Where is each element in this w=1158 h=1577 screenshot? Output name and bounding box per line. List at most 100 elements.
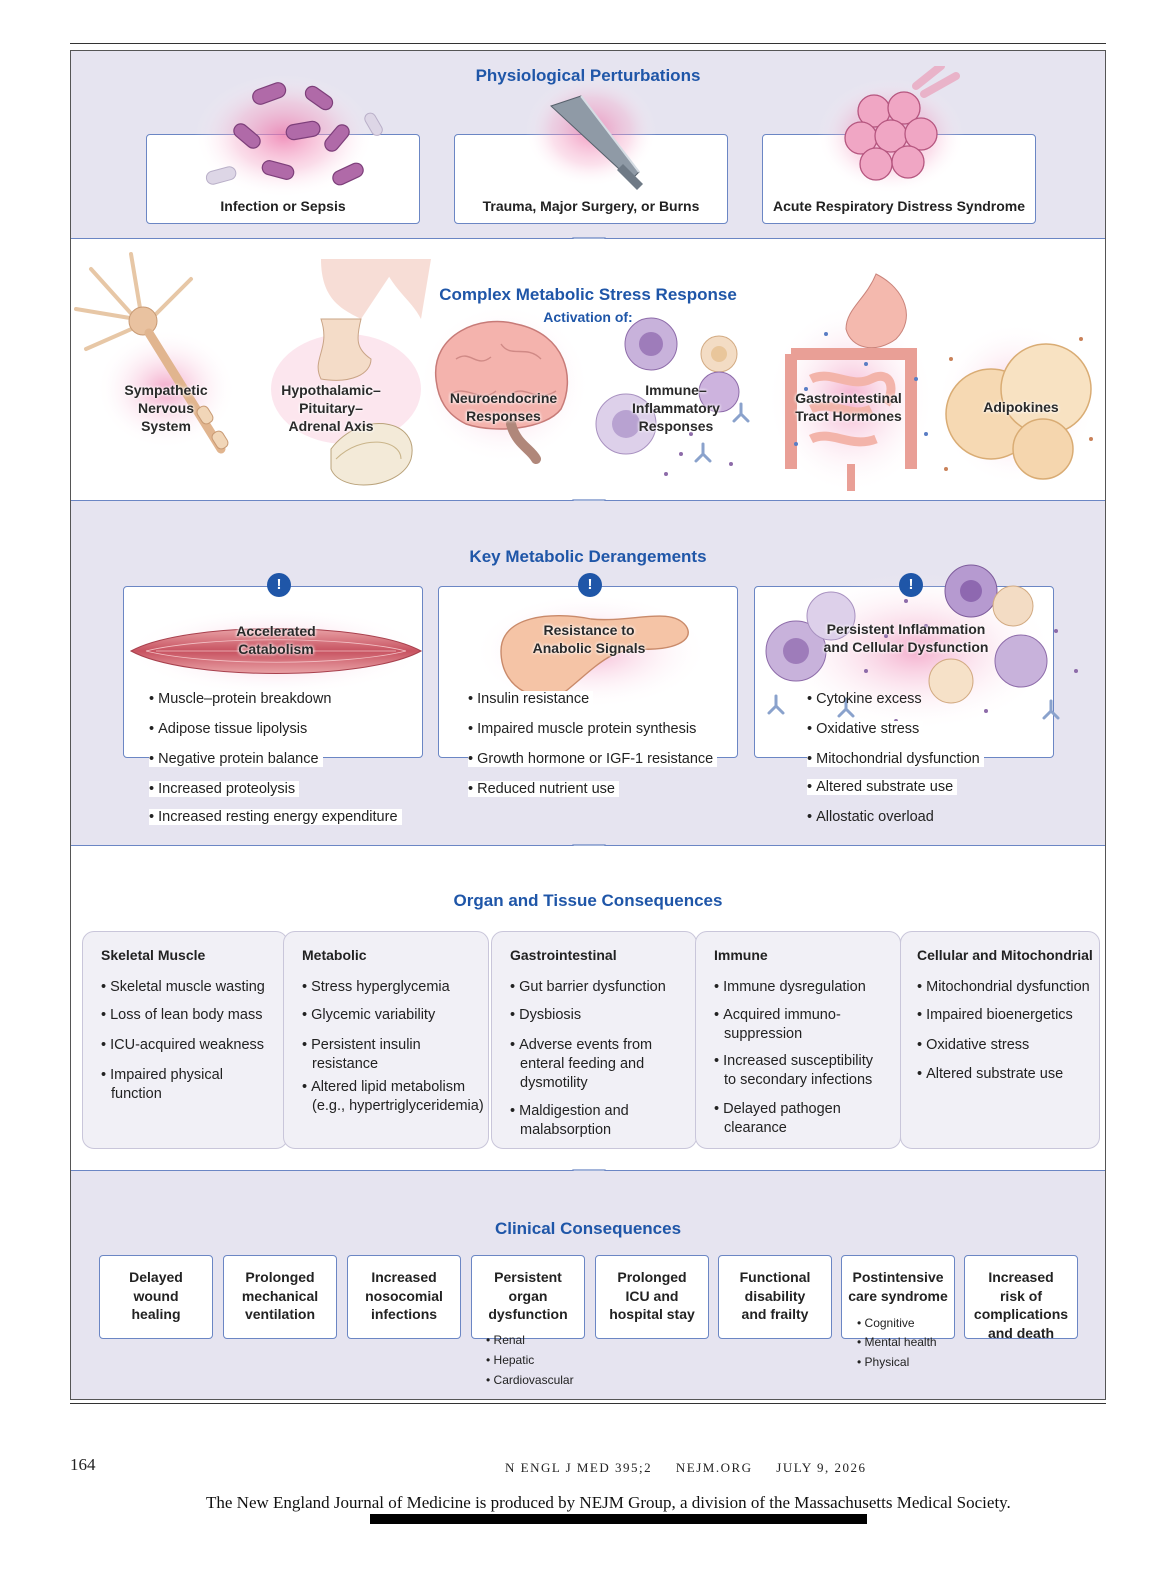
list-item: Adverse events from enteral feeding and … (510, 1036, 660, 1093)
clinical-label-line: nosocomial (365, 1287, 443, 1304)
page-number: 164 (70, 1455, 96, 1474)
derangement-title-line: Persistent Inflammation (826, 621, 986, 637)
list-item: Growth hormone or IGF-1 resistance (468, 751, 718, 767)
derangement-title-catabolism: Accelerated Catabolism (216, 622, 336, 658)
clinical-label: Increased risk of complications and deat… (965, 1268, 1077, 1342)
list-item: Maldigestion and malabsorption (510, 1102, 650, 1140)
list-item: Cytokine excess (807, 691, 926, 707)
clinical-label-line: Delayed (129, 1269, 183, 1285)
list-item: Hepatic (486, 1353, 535, 1367)
clinical-label-line: Increased (988, 1269, 1054, 1285)
list-item: Persistent insulin resistance (302, 1036, 442, 1074)
list-item: Dysbiosis (510, 1006, 700, 1025)
stress-item-line: Responses (638, 418, 714, 434)
derangement-title-line: Accelerated (236, 623, 316, 639)
clinical-label-line: mechanical (241, 1287, 319, 1304)
organ-card-title: Immune (714, 947, 768, 963)
clinical-box-icu-stay: Prolonged ICU and hospital stay (595, 1255, 709, 1339)
clinical-label-line: and frailty (741, 1306, 809, 1322)
alert-icon: ! (267, 573, 291, 597)
list-item: Cognitive (857, 1316, 915, 1330)
pancreas-icon (473, 593, 709, 709)
scalpel-icon (525, 76, 657, 190)
top-rule (70, 43, 1106, 44)
muscle-icon (126, 607, 426, 695)
list-item: Gut barrier dysfunction (510, 978, 700, 997)
clinical-box-ventilation: Prolonged mechanical ventilation (223, 1255, 337, 1339)
clinical-label: Prolonged ICU and hospital stay (596, 1268, 708, 1324)
list-item: Negative protein balance (149, 751, 323, 767)
stress-response-subtitle: Activation of: (543, 309, 633, 325)
clinical-label-line: healing (131, 1306, 181, 1322)
stress-item-line: Immune– (645, 382, 707, 398)
stress-item-sympathetic: Sympathetic Nervous System (116, 381, 216, 435)
list-item: Allostatic overload (807, 809, 938, 825)
stress-response-title: Complex Metabolic Stress Response (439, 285, 737, 304)
stress-item-adipokines: Adipokines (966, 398, 1076, 416)
figure-frame: Physiological Perturbations Infection or… (70, 50, 1106, 1400)
derangement-title-line: Resistance to (543, 622, 635, 638)
bacteria-icon (194, 74, 383, 198)
list-item: Skeletal muscle wasting (101, 978, 291, 997)
immune-cells-icon (595, 317, 750, 476)
clinical-box-nosocomial: Increased nosocomial infections (347, 1255, 461, 1339)
clinical-label: Increased nosocomial infections (348, 1268, 460, 1324)
list-item: Impaired bioenergetics (917, 1006, 1105, 1025)
organ-card-skeletal-muscle: Skeletal Muscle Skeletal muscle wasting … (82, 931, 288, 1149)
list-item: Impaired muscle protein synthesis (468, 721, 701, 737)
list-item: Immune dysregulation (714, 978, 904, 997)
list-item: Increased resting energy expenditure (149, 809, 402, 825)
clinical-label-line: wound (133, 1287, 179, 1304)
list-item: Altered substrate use (917, 1065, 1105, 1084)
organ-card-immune: Immune Immune dysregulation Acquired imm… (695, 931, 901, 1149)
stress-item-line: Responses (466, 408, 541, 424)
clinical-label: Prolonged mechanical ventilation (224, 1268, 336, 1324)
list-item: Loss of lean body mass (101, 1006, 291, 1025)
clinical-label-line: Persistent (494, 1269, 562, 1285)
stress-item-line: Adipokines (983, 399, 1059, 415)
stress-item-line: Nervous (137, 400, 195, 416)
publisher-notice: The New England Journal of Medicine is p… (206, 1493, 1011, 1512)
clinical-label: Functional disability and frailty (719, 1268, 831, 1324)
clinical-label-line: complications (973, 1306, 1069, 1322)
perturbations-band: Physiological Perturbations Infection or… (71, 51, 1105, 239)
organ-card-gastrointestinal: Gastrointestinal Gut barrier dysfunction… (491, 931, 697, 1149)
stress-item-line: Inflammatory (632, 400, 720, 416)
stress-item-hpa: Hypothalamic– Pituitary– Adrenal Axis (271, 381, 391, 435)
clinical-label: Delayed wound healing (100, 1268, 212, 1324)
clinical-label-line: Prolonged (245, 1269, 315, 1285)
clinical-label-line: disability (744, 1287, 806, 1304)
organ-card-cellular-mitochondrial: Cellular and Mitochondrial Mitochondrial… (900, 931, 1100, 1149)
brain-icon (418, 304, 590, 464)
clinical-label-line: Functional (739, 1269, 811, 1285)
stress-item-line: Tract Hormones (795, 408, 902, 424)
list-item: Mental health (857, 1335, 937, 1349)
clinical-label-line: hospital stay (609, 1306, 695, 1322)
clinical-title: Clinical Consequences (494, 1219, 682, 1238)
clinical-box-frailty: Functional disability and frailty (718, 1255, 832, 1339)
derangement-title-line: Anabolic Signals (532, 640, 646, 656)
stress-item-line: Pituitary– (299, 400, 363, 416)
clinical-label-line: infections (370, 1306, 438, 1322)
list-item: Glycemic variability (302, 1006, 492, 1025)
alert-icon: ! (899, 573, 923, 597)
clinical-label-line: ventilation (244, 1306, 315, 1322)
clinical-label-line: Prolonged (617, 1269, 687, 1285)
stress-item-line: Adrenal Axis (288, 418, 374, 434)
neuron-icon (74, 252, 236, 454)
clinical-box-death: Increased risk of complications and deat… (964, 1255, 1078, 1342)
gi-tract-icon (767, 273, 935, 494)
stress-response-band: Complex Metabolic Stress Response Activa… (71, 239, 1105, 501)
list-item: Oxidative stress (807, 721, 924, 737)
black-bar (370, 1514, 867, 1524)
organ-title: Organ and Tissue Consequences (453, 891, 723, 910)
stress-item-immune: Immune– Inflammatory Responses (616, 381, 736, 435)
list-item: Stress hyperglycemia (302, 978, 492, 997)
organ-card-metabolic: Metabolic Stress hyperglycemia Glycemic … (283, 931, 489, 1149)
stress-item-neuroendocrine: Neuroendocrine Responses (441, 389, 566, 425)
list-item: Altered substrate use (807, 779, 958, 795)
clinical-label-line: Increased (371, 1269, 437, 1285)
organ-card-title: Gastrointestinal (510, 947, 617, 963)
stress-item-line: Neuroendocrine (449, 390, 558, 406)
clinical-label: Postintensive care syndrome (842, 1268, 954, 1305)
